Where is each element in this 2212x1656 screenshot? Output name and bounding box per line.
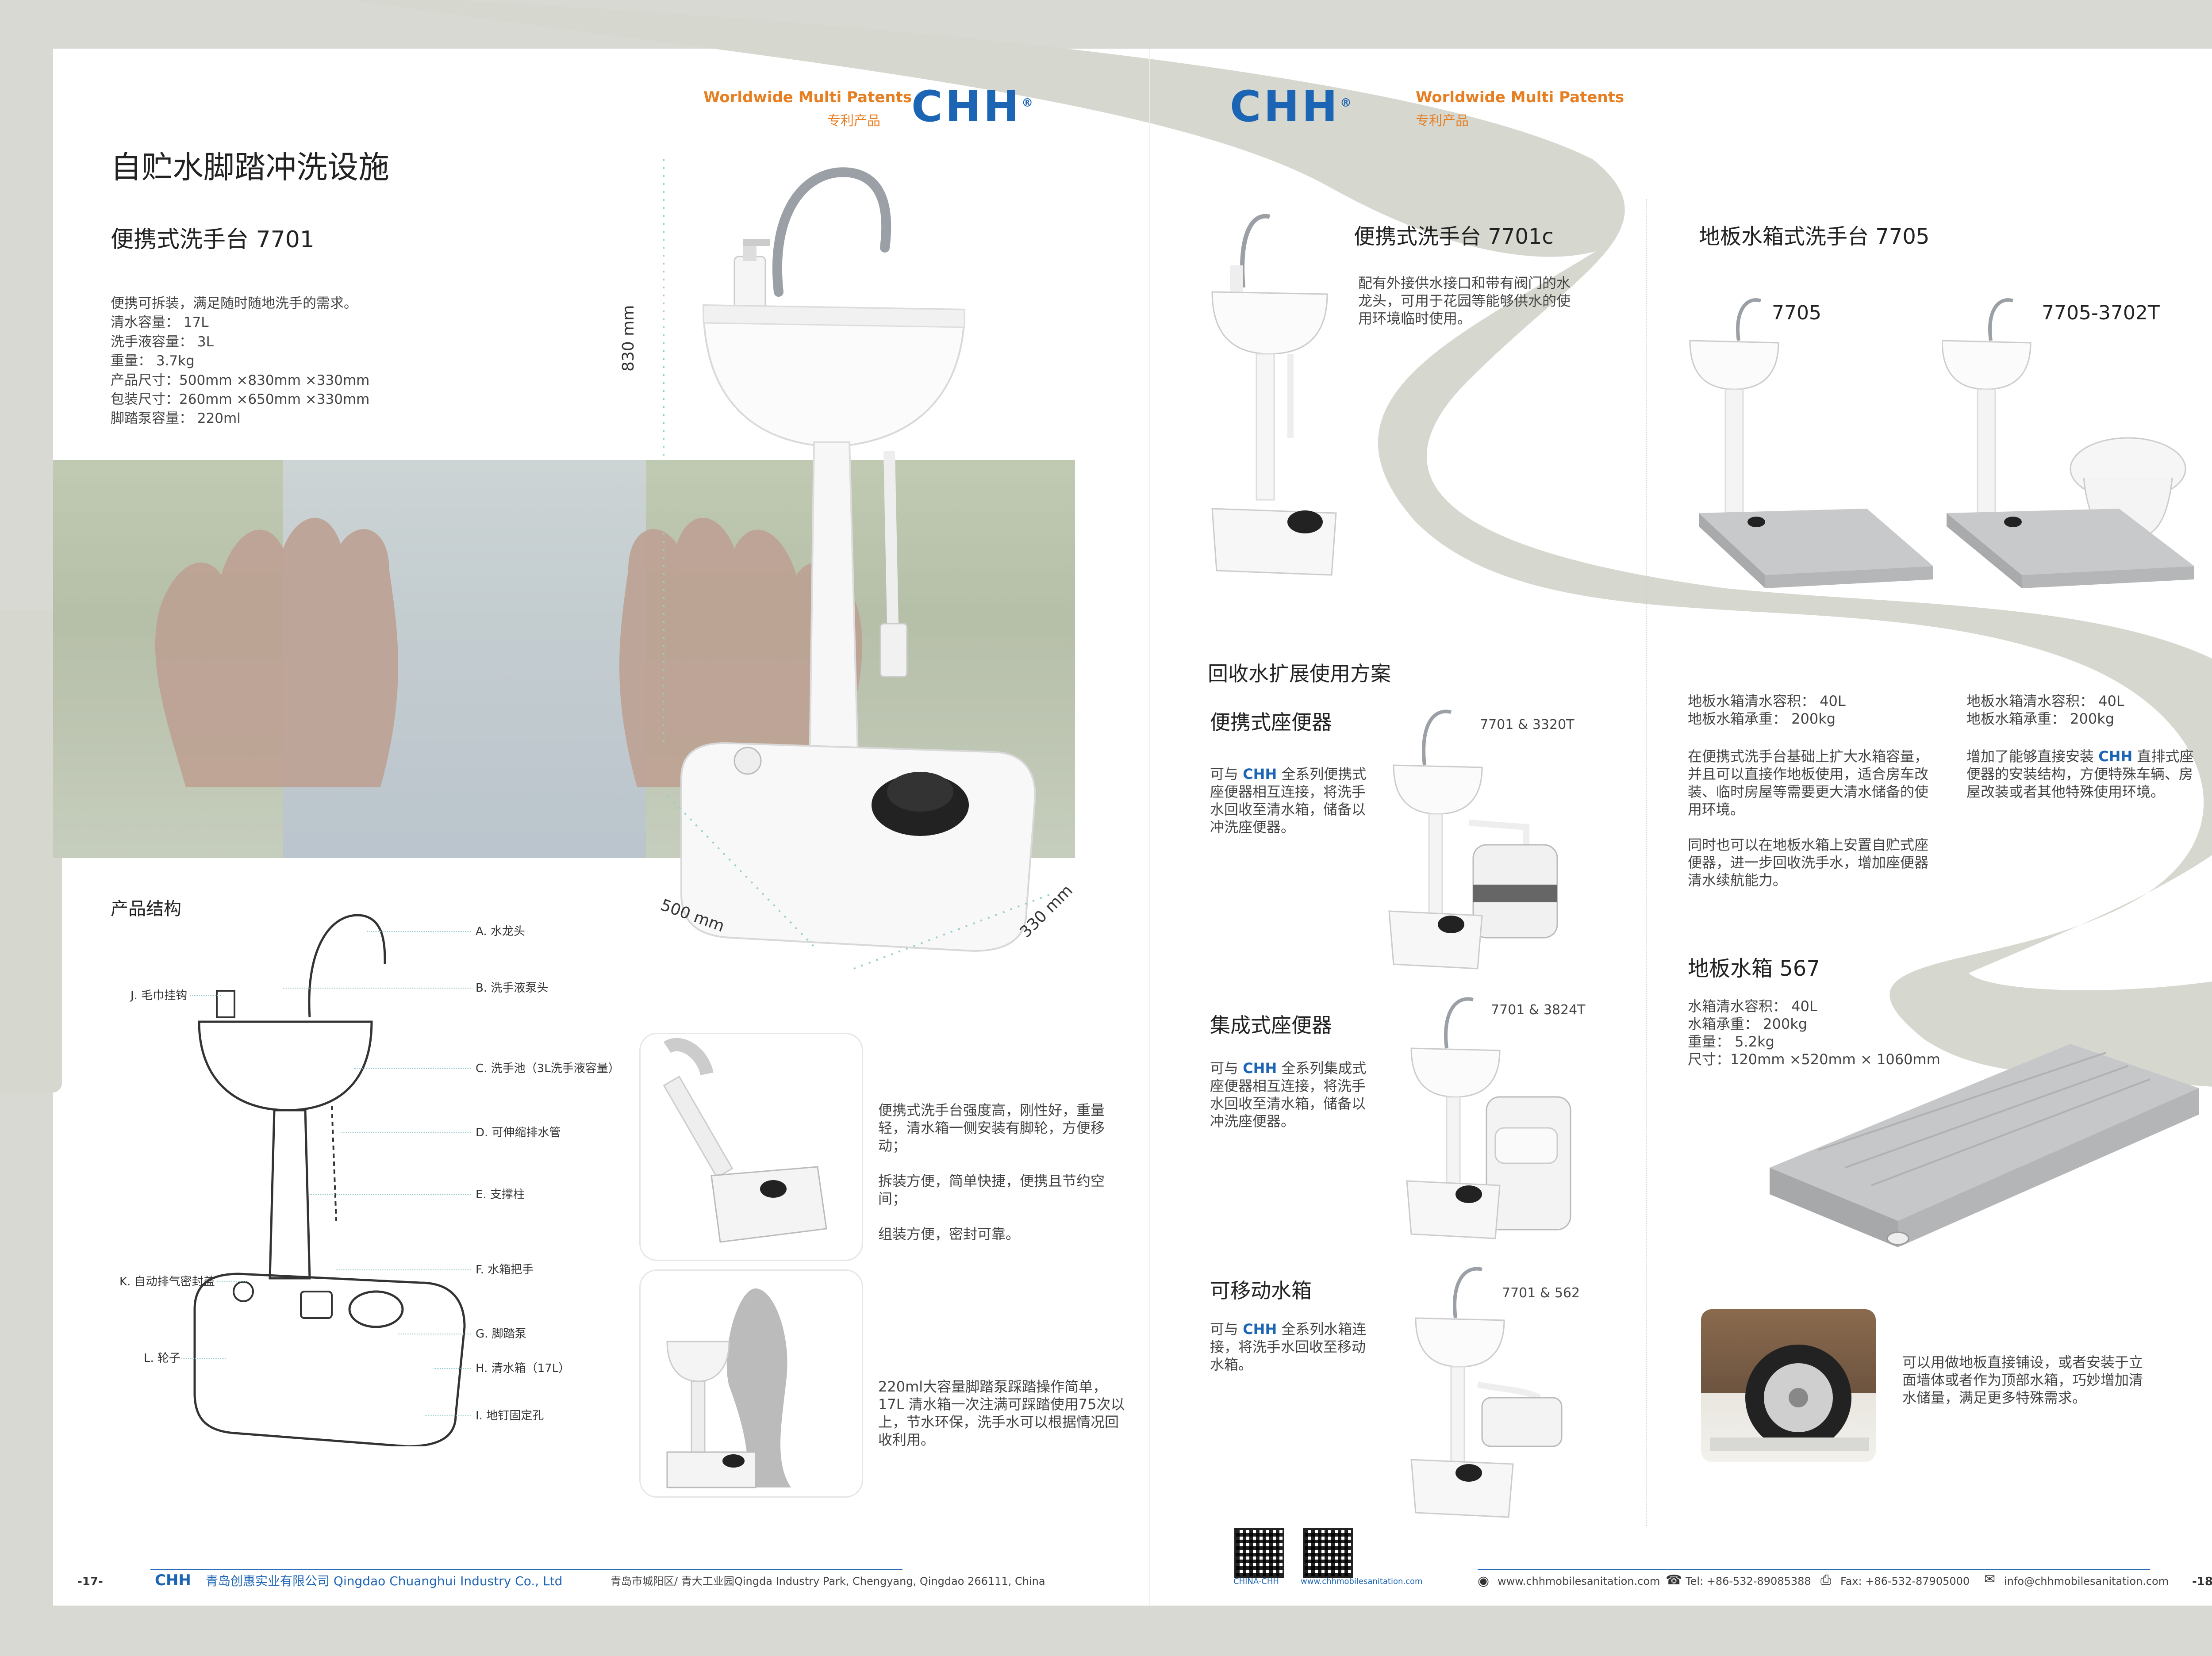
floor-tank-567-desc: 可以用做地板直接铺设，或者安装于立面墙体或者作为顶部水箱，巧妙增加清水储量，满足… [1902, 1354, 2143, 1406]
basin-7701-image [663, 159, 1053, 970]
footer-tel: Tel: +86-532-89085388 [1686, 1575, 1811, 1587]
leader-line [354, 1068, 471, 1069]
product-desc-7701c: 配有外接供水接口和带有阀门的水龙头，可用于花园等能够供水的使用环境临时使用。 [1358, 275, 1571, 327]
portable-toilet-desc: 可与 CHH 全系列便携式座便器相互连接，将洗手水回收至清水箱，储备以冲洗座便器… [1210, 766, 1367, 836]
leader-line [283, 988, 471, 989]
qr-label-china-chh: CHINA-CHH [1233, 1577, 1279, 1586]
part-k-vent-cap: K. 自动排气密封盖 [119, 1275, 215, 1288]
worldwide-patents-en-right: Worldwide Multi Patents [1416, 88, 1624, 106]
worldwide-patents-en-left: Worldwide Multi Patents [703, 88, 912, 106]
leader-line [336, 1269, 471, 1270]
main-title: 自贮水脚踏冲洗设施 [111, 149, 389, 185]
part-e-pillar: E. 支撑柱 [476, 1188, 525, 1201]
portable-toilet-image [1388, 709, 1558, 970]
product-title-7701: 便携式洗手台 7701 [111, 226, 315, 253]
mobile-tank-image [1410, 1267, 1563, 1518]
patent-cn-right: 专利产品 [1416, 113, 1469, 129]
part-a-faucet: A. 水龙头 [476, 925, 525, 938]
structure-title: 产品结构 [111, 899, 181, 919]
part-h-clean-tank: H. 清水箱（17L） [476, 1362, 570, 1375]
footer-company: 青岛创惠实业有限公司 Qingdao Chuanghui Industry Co… [206, 1574, 563, 1588]
chh-inline-logo: CHH [1243, 1060, 1277, 1077]
footer-website[interactable]: www.chhmobilesanitation.com [1498, 1575, 1660, 1587]
floor-tank-567-specs: 水箱清水容积： 40L 水箱承重： 200kg 重量： 5.2kg 尺寸：120… [1688, 998, 1940, 1068]
basin-7701c-image [1211, 214, 1337, 576]
patent-cn-left: 专利产品 [827, 113, 880, 129]
leader-line [217, 1281, 248, 1282]
leader-line [181, 1358, 226, 1359]
right-page [1150, 49, 2212, 1606]
desc-7705-3702t: 增加了能够直接安装 CHH 直排式座便器的安装结构，方便特殊车辆、房屋改装或者其… [1966, 748, 2194, 800]
chh-inline-logo: CHH [2098, 748, 2133, 765]
desc-7705: 在便携式洗手台基础上扩大水箱容量，并且可以直接作地板使用，适合房车改装、临时房屋… [1688, 748, 1929, 889]
chh-inline-logo: CHH [1243, 766, 1277, 782]
part-b-pump-head: B. 洗手液泵头 [476, 981, 549, 995]
email-icon: ✉ [1984, 1572, 1996, 1587]
structure-diagram [193, 914, 466, 1446]
part-l-wheel: L. 轮子 [144, 1352, 181, 1365]
floor-tank-567-title: 地板水箱 567 [1688, 956, 1820, 981]
part-i-peg-hole: I. 地钉固定孔 [476, 1409, 544, 1422]
footer-rule-right [1478, 1569, 2150, 1570]
integrated-toilet-desc: 可与 CHH 全系列集成式座便器相互连接，将洗手水回收至清水箱，储备以冲洗座便器… [1210, 1060, 1367, 1130]
disassembly-photo [639, 1033, 863, 1261]
integrated-toilet-model: 7701 & 3824T [1491, 1002, 1586, 1018]
column-divider [1646, 199, 1647, 1526]
qr-code-website [1303, 1528, 1353, 1578]
part-g-foot-pump: G. 脚踏泵 [476, 1327, 526, 1341]
car-wheel-photo [1701, 1309, 1876, 1462]
chh-logo-right: CHH® [1230, 82, 1355, 131]
portable-toilet-model: 7701 & 3320T [1480, 717, 1575, 732]
part-d-drain-tube: D. 可伸缩排水管 [476, 1126, 561, 1139]
model-7705-3702t-label: 7705-3702T [2042, 302, 2160, 324]
portable-toilet-title: 便携式座便器 [1210, 710, 1332, 734]
footer-email[interactable]: info@chhmobilesanitation.com [2004, 1575, 2169, 1587]
spec-7705-3702t: 地板水箱清水容积： 40L 地板水箱承重： 200kg [1966, 693, 2124, 727]
mobile-tank-model: 7701 & 562 [1502, 1285, 1580, 1301]
floor-basin-title: 地板水箱式洗手台 7705 [1699, 224, 1930, 249]
recycle-section-title: 回收水扩展使用方案 [1208, 662, 1391, 686]
floor-basin-7705-image [1689, 298, 1933, 588]
qr-label-website: www.chhmobilesanitation.com [1301, 1577, 1423, 1586]
chh-logo-left: CHH® [911, 82, 1036, 131]
feature-portability: 便携式洗手台强度高，刚性好，重量轻，清水箱一侧安装有脚轮，方便移动； 拆装方便，… [878, 1102, 1105, 1242]
footer-fax: Fax: +86-532-87905000 [1840, 1575, 1970, 1587]
chh-footer-logo: CHH [155, 1572, 191, 1589]
part-c-basin: C. 洗手池（3L洗手液容量） [476, 1062, 620, 1075]
footer-address-cn: 青岛市城阳区/ 青大工业园 [611, 1575, 734, 1587]
floor-tank-567-image [1770, 1044, 2199, 1247]
phone-icon: ☎ [1666, 1572, 1682, 1588]
foot-pump-photo [639, 1269, 863, 1498]
leader-line [190, 995, 221, 996]
footer-rule-left [150, 1569, 902, 1570]
feature-foot-pump: 220ml大容量脚踏泵踩踏操作简单，17L 清水箱一次注满可踩踏使用75次以上，… [878, 1378, 1125, 1448]
leader-line [425, 1415, 471, 1416]
leader-line [341, 1132, 471, 1133]
page-number-left: -17- [77, 1575, 103, 1588]
page-divider [1149, 49, 1150, 1606]
floor-basin-7705-3702t-image [1942, 298, 2194, 588]
qr-code-wechat [1234, 1528, 1284, 1578]
footer-address-en: Qingda Industry Park, Chengyang, Qingdao… [734, 1575, 1045, 1587]
spec-7705: 地板水箱清水容积： 40L 地板水箱承重： 200kg [1688, 693, 1846, 727]
mobile-tank-title: 可移动水箱 [1210, 1279, 1312, 1303]
leader-line [310, 1194, 471, 1195]
integrated-toilet-title: 集成式座便器 [1210, 1013, 1332, 1037]
product-specs-7701: 便携可拆装，满足随时随地洗手的需求。 清水容量： 17L 洗手液容量： 3L 重… [111, 295, 370, 427]
part-j-towel-hook: J. 毛巾挂钩 [131, 989, 188, 1002]
dim-height: 830 mm [619, 305, 637, 372]
leader-line [367, 931, 471, 932]
globe-icon: ◉ [1478, 1573, 1490, 1589]
part-f-handle: F. 水箱把手 [476, 1263, 534, 1276]
integrated-toilet-image [1406, 997, 1571, 1239]
chh-inline-logo: CHH [1243, 1321, 1277, 1338]
product-title-7701c: 便携式洗手台 7701c [1354, 224, 1554, 249]
mobile-tank-desc: 可与 CHH 全系列水箱连接，将洗手水回收至移动水箱。 [1210, 1321, 1367, 1373]
leader-line [434, 1368, 471, 1369]
model-7705-label: 7705 [1772, 302, 1821, 324]
fax-icon: ⎙ [1820, 1572, 1831, 1588]
page-number-right: -18- [2192, 1575, 2212, 1588]
